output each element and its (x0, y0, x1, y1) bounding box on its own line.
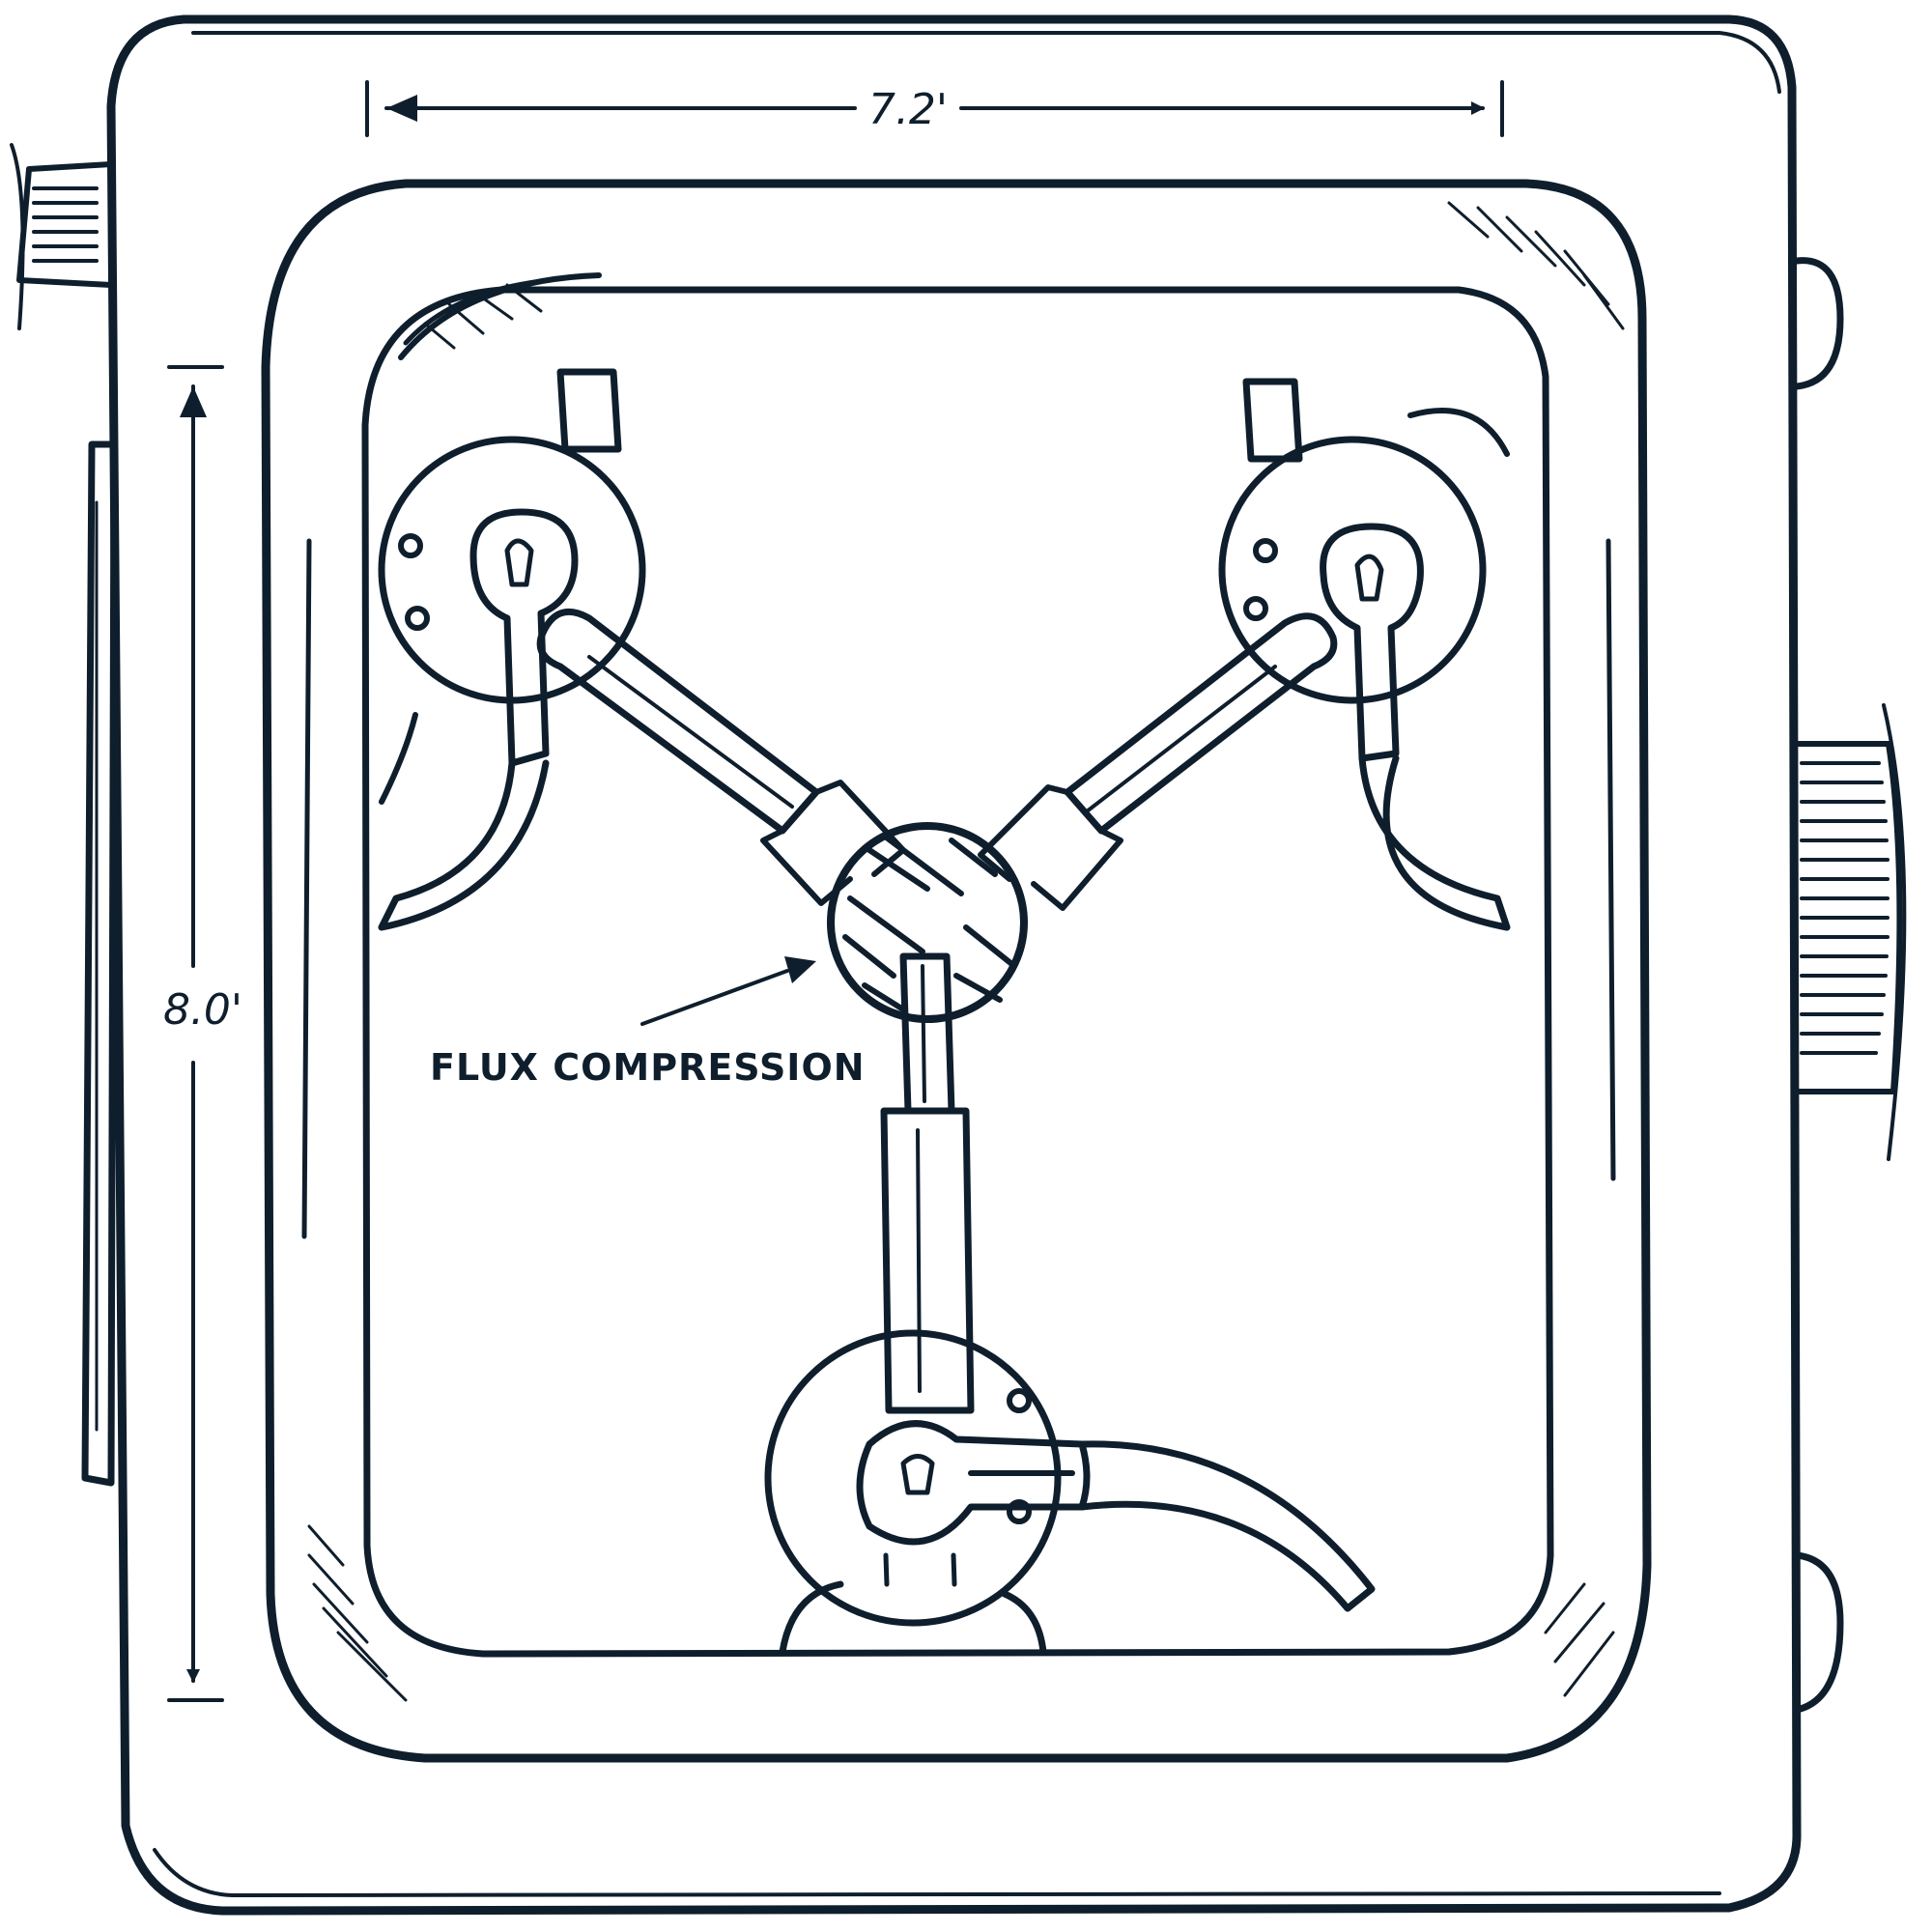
arrow-icon (180, 386, 207, 417)
right-arm-tube (978, 612, 1338, 911)
left-side-tab (10, 143, 114, 330)
width-dimension: 7.2' (365, 80, 1504, 137)
arrow-icon (386, 95, 417, 122)
central-hub (827, 822, 1028, 1023)
flux-compression-callout: FLUX COMPRESSION (430, 956, 866, 1089)
right-electrode (1218, 378, 1511, 931)
arrow-icon (784, 956, 816, 983)
right-knobs (1793, 257, 1844, 1714)
height-label: 8.0' (163, 985, 242, 1035)
bottom-electrode (764, 1329, 1376, 1656)
window-frame (261, 179, 1652, 1763)
left-rail (81, 440, 118, 1487)
width-label: 7.2' (868, 85, 948, 134)
flux-compression-label: FLUX COMPRESSION (430, 1046, 866, 1089)
vertical-tube (880, 952, 975, 1414)
right-side-tab (1792, 703, 1907, 1161)
outer-housing (106, 14, 1802, 1916)
left-electrode (378, 272, 646, 931)
height-dimension: 8.0' (163, 365, 242, 1702)
left-arm-tube (536, 608, 906, 906)
